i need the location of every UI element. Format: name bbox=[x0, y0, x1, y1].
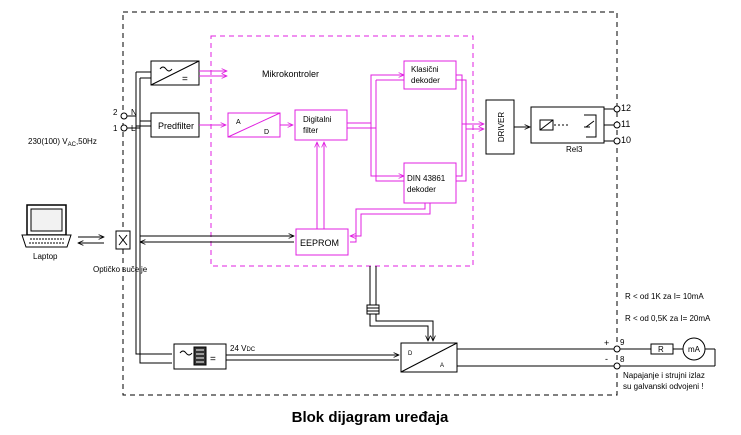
microcontroller-region bbox=[210, 35, 474, 267]
relay-terminal-11: 11 bbox=[621, 119, 630, 129]
output-terminal-8: 8 bbox=[620, 355, 625, 364]
internal-psu: = bbox=[150, 60, 200, 86]
diagram-title: Blok dijagram uređaja bbox=[292, 409, 449, 426]
optical-interface-label: Optičko sučelje bbox=[93, 265, 148, 274]
adc-block: A D bbox=[227, 112, 281, 138]
din-decoder-block bbox=[403, 162, 457, 204]
predfilter-block bbox=[150, 112, 200, 138]
mains-bus bbox=[127, 71, 172, 364]
pin-n-number: 2 bbox=[113, 108, 118, 117]
microcontroller-label: Mikrokontroler bbox=[262, 69, 319, 79]
decoders-to-driver bbox=[456, 74, 484, 182]
output-minus: - bbox=[605, 354, 608, 364]
output-plus: + bbox=[604, 338, 609, 348]
digital-filter-block bbox=[294, 109, 348, 141]
current-output-lines bbox=[457, 345, 716, 370]
milliammeter-label: mA bbox=[688, 345, 701, 354]
eeprom-block bbox=[295, 228, 349, 256]
svg-text:D: D bbox=[264, 129, 269, 136]
psu-output-arrows bbox=[199, 71, 227, 76]
digital-filter-label-2: filter bbox=[303, 126, 318, 135]
laptop-icon bbox=[21, 204, 72, 248]
svg-text:D: D bbox=[408, 351, 413, 357]
digital-filter-label-1: Digitalni bbox=[303, 115, 332, 124]
mains-input: 2 N 1 L 230(100) VAC,50Hz bbox=[28, 108, 137, 148]
relay-terminal-10: 10 bbox=[621, 135, 631, 145]
isolation-coupler bbox=[366, 266, 433, 341]
laptop-label: Laptop bbox=[33, 252, 58, 261]
dac-block: D A bbox=[400, 342, 458, 373]
eeprom-to-filter bbox=[317, 142, 324, 229]
classic-decoder-label-2: dekoder bbox=[411, 76, 440, 85]
optical-to-eeprom bbox=[140, 236, 294, 242]
isolation-note-2: su galvanski odvojeni ! bbox=[623, 382, 704, 391]
svg-text:=: = bbox=[182, 74, 188, 85]
output-terminal-9: 9 bbox=[620, 338, 625, 347]
svg-text:A: A bbox=[236, 119, 241, 126]
relay-terminals bbox=[604, 105, 621, 145]
pin-n-label: N bbox=[131, 108, 137, 117]
dc-supply-label: 24 VDC bbox=[230, 344, 256, 353]
driver-label: DRIVER bbox=[497, 112, 506, 142]
relay-block bbox=[530, 106, 605, 144]
eeprom-label: EEPROM bbox=[300, 238, 339, 248]
svg-text:A: A bbox=[440, 363, 444, 369]
predfilter-label: Predfilter bbox=[158, 121, 194, 131]
filter-to-decoders bbox=[347, 75, 404, 182]
isolated-psu: = bbox=[173, 343, 227, 370]
classic-decoder-label-1: Klasični bbox=[411, 65, 439, 74]
load-note-20ma: R < od 0,5K za I= 20mA bbox=[625, 314, 711, 323]
decoders-to-eeprom bbox=[350, 203, 431, 243]
svg-text:=: = bbox=[210, 354, 216, 365]
isolation-note-1: Napajanje i strujni izlaz bbox=[623, 371, 705, 380]
load-note-10ma: R < od 1K za I= 10mA bbox=[625, 292, 704, 301]
mains-supply-label: 230(100) VAC,50Hz bbox=[28, 137, 97, 148]
driver-block bbox=[485, 99, 515, 155]
optical-interface-icon bbox=[115, 230, 131, 250]
relay-terminal-12: 12 bbox=[621, 103, 631, 113]
device-enclosure bbox=[122, 11, 618, 396]
classic-decoder-block bbox=[403, 60, 457, 90]
laptop-link-arrows bbox=[78, 237, 104, 243]
din-decoder-label-1: DIN 43861 bbox=[407, 174, 446, 183]
dc-rail bbox=[226, 355, 399, 361]
load-resistor-label: R bbox=[658, 345, 664, 354]
relay-label: Rel3 bbox=[566, 145, 583, 154]
din-decoder-label-2: dekoder bbox=[407, 185, 436, 194]
pin-l-number: 1 bbox=[113, 124, 118, 133]
